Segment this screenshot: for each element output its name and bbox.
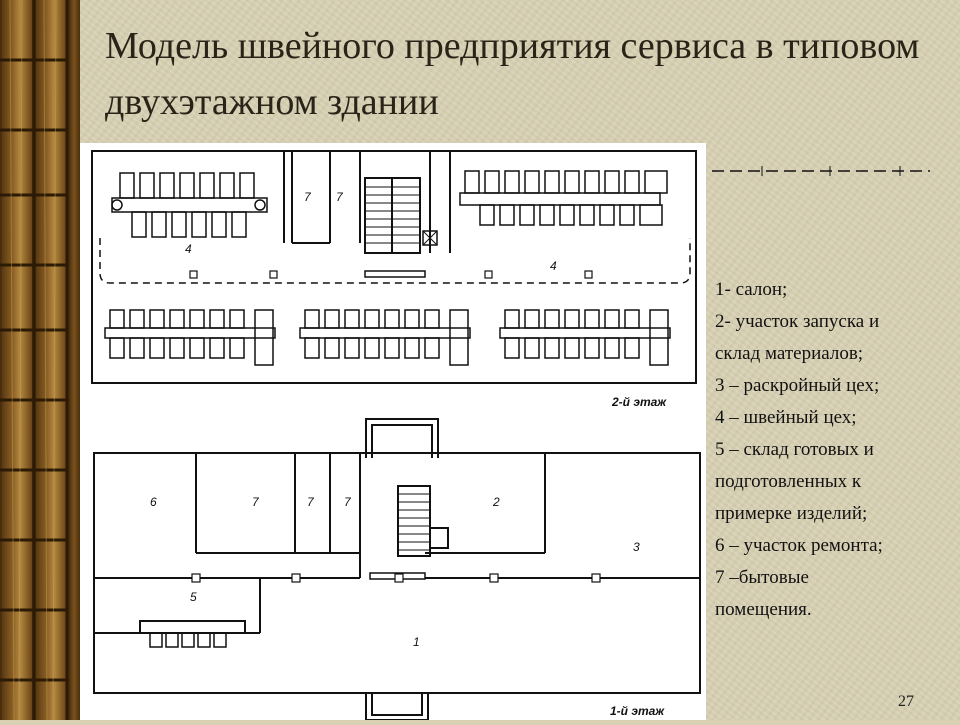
dashed-divider <box>712 166 930 176</box>
slide-title: Модель швейного предприятия сервиса в ти… <box>105 25 920 123</box>
second-floor-outline <box>91 150 697 384</box>
room-number: 4 <box>185 242 192 256</box>
room-number: 7 <box>344 495 352 509</box>
first-floor-outline <box>93 452 701 694</box>
room-number: 6 <box>150 495 157 509</box>
page-number: 27 <box>898 693 914 710</box>
room-number: 3 <box>633 540 640 554</box>
decorative-wood-rail <box>0 0 80 720</box>
legend-item: 6 – участок ремонта; <box>715 535 883 556</box>
legend-item: склад материалов; <box>715 343 864 364</box>
legend-item: помещения. <box>715 599 812 620</box>
legend-item: 5 – склад готовых и <box>715 439 874 460</box>
legend-item: 2- участок запуска и <box>715 311 880 332</box>
legend-list: 1- салон; 2- участок запуска и склад мат… <box>715 274 955 626</box>
first-floor-label: 1-й этаж <box>610 704 665 718</box>
second-floor-label: 2-й этаж <box>611 395 667 409</box>
floor-plan-drawing: 4 4 7 7 6 7 7 7 2 3 5 1 2-й этаж 1-й эта… <box>80 143 706 721</box>
room-number: 2 <box>492 495 500 509</box>
room-number: 7 <box>336 190 344 204</box>
room-number: 4 <box>550 259 557 273</box>
legend-item: примерке изделий; <box>715 503 868 524</box>
legend-item: подготовленных к <box>715 471 862 492</box>
room-number: 7 <box>252 495 260 509</box>
room-number: 1 <box>413 635 420 649</box>
legend-item: 7 –бытовые <box>715 567 809 588</box>
room-number: 5 <box>190 590 197 604</box>
legend-item: 4 – швейный цех; <box>715 407 857 428</box>
legend-item: 1- салон; <box>715 279 788 300</box>
room-number: 7 <box>304 190 312 204</box>
room-number: 7 <box>307 495 315 509</box>
legend-item: 3 – раскройный цех; <box>715 375 880 396</box>
